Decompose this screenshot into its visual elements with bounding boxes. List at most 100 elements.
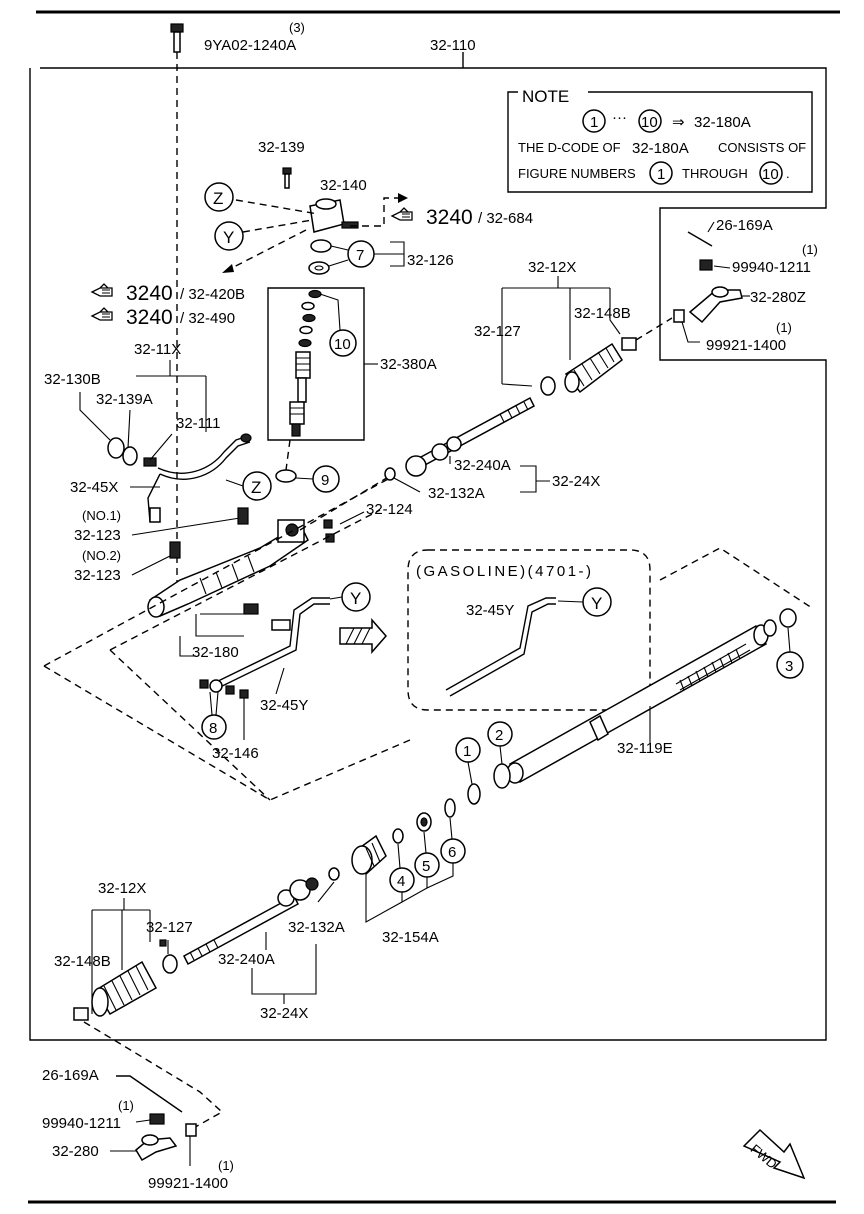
- note-line2-a: THE D-CODE OF: [518, 140, 621, 155]
- label-32-45x: 32-45X: [70, 479, 118, 496]
- label-32-45y-gasoline: 32-45Y: [466, 602, 514, 619]
- label-32-148b-right: 32-148B: [574, 305, 631, 322]
- boot-icon-left: [91, 960, 158, 1017]
- enclosure-top-left: [43, 477, 391, 667]
- fitting-icons: [149, 507, 249, 559]
- hose-32-45y: [211, 597, 330, 685]
- callout-y-top-text: Y: [223, 228, 234, 247]
- callout-z-top: [204, 182, 234, 212]
- note-line3-end-dot: .: [786, 166, 790, 181]
- note-line3-start: 1: [657, 166, 665, 183]
- note-arrow: ⇒: [672, 114, 685, 131]
- callout-y-gasoline-text: Y: [591, 594, 602, 613]
- ref-32-684: / 32-684: [478, 210, 533, 227]
- qty-9ya02-1240a: (3): [289, 20, 305, 35]
- seal-2-icon: [493, 763, 511, 789]
- oring-9-icon: [275, 469, 297, 483]
- callout-10-text: 10: [334, 336, 351, 353]
- pointer-hand-icon-2: [91, 283, 113, 297]
- valve-housing-icon: [309, 198, 359, 233]
- nut-99940-right-icon: [699, 259, 713, 271]
- clip-icon-right: [621, 337, 637, 351]
- label-32-146: 32-146: [212, 745, 259, 762]
- screw-icon: [282, 167, 292, 189]
- label-32-111: 32-111: [176, 415, 220, 432]
- label-26-169a-left: 26-169A: [42, 1067, 99, 1084]
- clip-icon-left: [73, 1007, 89, 1021]
- callout-6-text: 6: [448, 844, 456, 861]
- pinion-kit-bracket: [267, 287, 365, 441]
- fwd-arrow-icon: FWD: [742, 1128, 806, 1180]
- label-99921-1400-left: 99921-1400: [148, 1175, 228, 1192]
- label-32-380a: 32-380A: [380, 356, 437, 373]
- ref-32-420b: / 32-420B: [180, 286, 245, 303]
- washer-3a-icon: [763, 619, 777, 637]
- callout-3-text: 3: [785, 658, 793, 675]
- callout-9-text: 9: [321, 472, 329, 489]
- note-start-callout: 1: [590, 114, 598, 131]
- callout-10: [329, 329, 357, 357]
- gasoline-title: (GASOLINE)(4701-): [416, 563, 594, 580]
- label-32-126: 32-126: [407, 252, 454, 269]
- label-32-139: 32-139: [258, 139, 305, 156]
- callout-y-top: [214, 221, 244, 251]
- label-99940-1211-left: 99940-1211: [42, 1115, 121, 1132]
- bushing-3-icon: [779, 608, 797, 628]
- label-32-124: 32-124: [366, 501, 413, 518]
- label-26-169a-right: 26-169A: [716, 217, 773, 234]
- direction-arrow-icon: [339, 618, 387, 654]
- callout-7-text: 7: [356, 247, 364, 264]
- washer-icon-right: [384, 467, 396, 481]
- bolt-32-180-icon: [243, 603, 259, 615]
- ref-3240-a: 3240: [426, 206, 473, 229]
- label-32-240a-left: 32-240A: [218, 951, 275, 968]
- washer-icon-left: [328, 867, 340, 881]
- nut-icon: [323, 519, 333, 529]
- callout-y-mid-text: Y: [350, 589, 361, 608]
- nut-99921-left-icon: [185, 1123, 197, 1137]
- label-9ya02-1240a: 9YA02-1240A: [204, 37, 296, 54]
- ref-3240-c: 3240: [126, 306, 173, 329]
- label-32-132a-right: 32-132A: [428, 485, 485, 502]
- label-32-127-left: 32-127: [146, 919, 193, 936]
- label-32-148b-left: 32-148B: [54, 953, 111, 970]
- label-32-12x-left: 32-12X: [98, 880, 146, 897]
- qty-99940-right: (1): [802, 242, 818, 257]
- label-no1: (NO.1): [82, 508, 121, 523]
- callout-z-top-text: Z: [213, 189, 223, 208]
- nut-99940-left-icon: [149, 1113, 165, 1125]
- label-32-154a: 32-154A: [382, 929, 439, 946]
- label-32-11x: 32-11X: [134, 341, 181, 358]
- pointer-hand-icon-3: [91, 307, 113, 321]
- bushing-kit-icon: [351, 798, 456, 876]
- callout-4-text: 4: [397, 873, 405, 890]
- oring-pair-icon: [308, 239, 332, 275]
- note-box: NOTE 1 ··· 10 ⇒ 32-180A THE D-CODE OF 32…: [507, 87, 813, 193]
- pinion-parts-icon: [289, 289, 322, 437]
- assembly-frame: [29, 67, 827, 1041]
- label-32-280z: 32-280Z: [750, 289, 806, 306]
- note-line3-b: THROUGH: [682, 166, 748, 181]
- label-99940-1211-right: 99940-1211: [732, 259, 811, 276]
- callout-8-text: 8: [209, 720, 217, 737]
- note-title: NOTE: [522, 87, 569, 106]
- ref-3240-b: 3240: [126, 282, 173, 305]
- callout-1-text: 1: [463, 743, 471, 760]
- seal-1-icon: [467, 783, 481, 805]
- note-target: 32-180A: [694, 114, 751, 131]
- ref-32-490: / 32-490: [180, 310, 235, 327]
- label-no2: (NO.2): [82, 548, 121, 563]
- label-32-280: 32-280: [52, 1143, 99, 1160]
- note-line3-a: FIGURE NUMBERS: [518, 166, 636, 181]
- label-32-12x-right: 32-12X: [528, 259, 576, 276]
- qty-99921-left: (1): [218, 1158, 234, 1173]
- clamp-icon-left: [162, 954, 178, 974]
- gasoline-variant-box: (GASOLINE)(4701-) Y 32-45Y: [407, 549, 651, 711]
- nut-99921-right-icon: [673, 309, 685, 323]
- qty-99921-right: (1): [776, 320, 792, 335]
- label-32-180: 32-180: [192, 644, 239, 661]
- note-end-callout: 10: [641, 114, 658, 131]
- boot-icon-right: [564, 342, 623, 394]
- pointer-hand-icon: [391, 207, 413, 221]
